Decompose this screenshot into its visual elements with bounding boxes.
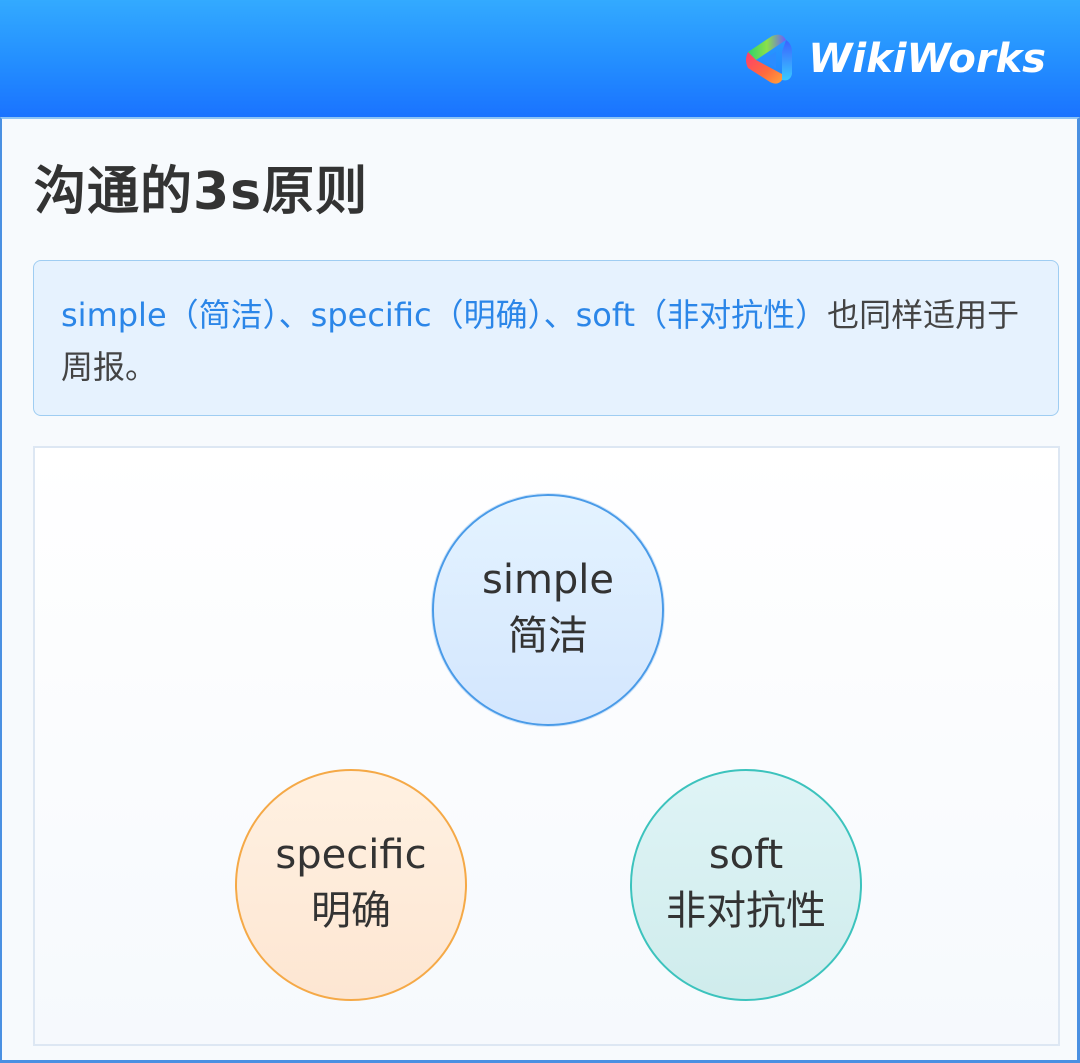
callout-simple: simple（简洁） — [61, 296, 279, 334]
circle-specific-en: specific — [275, 832, 427, 878]
header-banner: WikiWorks — [0, 0, 1080, 117]
circle-simple-en: simple — [481, 557, 615, 603]
circle-specific-zh: 明确 — [311, 888, 391, 934]
circle-soft-zh: 非对抗性 — [666, 888, 826, 934]
callout-specific: specific（明确） — [310, 296, 544, 334]
circle-specific: specific 明确 — [235, 769, 467, 1001]
brand-name: WikiWorks — [808, 36, 1046, 82]
three-s-diagram: simple 简洁 specific 明确 soft 非对抗性 — [33, 446, 1060, 1046]
callout-separator: 、 — [278, 296, 311, 334]
circle-soft: soft 非对抗性 — [630, 769, 862, 1001]
callout-separator: 、 — [543, 296, 576, 334]
callout-soft: soft（非对抗性） — [575, 296, 828, 334]
wikiworks-logo-icon — [746, 34, 793, 84]
circle-simple-zh: 简洁 — [508, 613, 588, 659]
circle-soft-en: soft — [708, 832, 784, 878]
callout-box: simple（简洁）、specific（明确）、soft（非对抗性）也同样适用于… — [33, 260, 1059, 416]
callout-tail-text: 也同样适用于周报。 — [61, 296, 1020, 386]
brand-logo[interactable]: WikiWorks — [742, 29, 1046, 89]
page-title: 沟通的3s原则 — [34, 162, 369, 222]
circle-simple: simple 简洁 — [432, 494, 664, 726]
